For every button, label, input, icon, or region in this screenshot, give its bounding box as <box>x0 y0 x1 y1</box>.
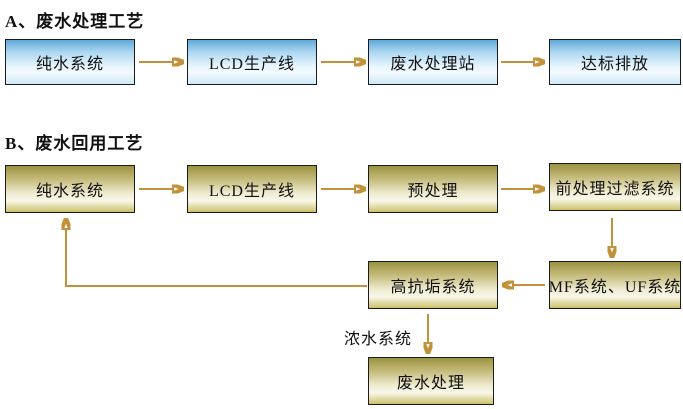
node-a-wastewater-treatment-station: 废水处理站 <box>368 39 498 85</box>
node-b-anti-scaling-system: 高抗垢系统 <box>368 261 498 309</box>
node-b-prefilter-system: 前处理过滤系统 <box>549 163 681 211</box>
arrow-b-return-to-pure-water <box>66 230 367 287</box>
node-b-mf-uf-system: MF系统、UF系统 <box>549 261 681 309</box>
node-a-lcd-production-line: LCD生产线 <box>187 39 317 85</box>
section-a-title: A、废水处理工艺 <box>5 12 145 31</box>
node-a-pure-water-system: 纯水系统 <box>5 39 135 85</box>
section-b-title: B、废水回用工艺 <box>5 134 144 153</box>
concentrate-water-edge-label: 浓水系统 <box>344 331 413 348</box>
node-b-lcd-production-line: LCD生产线 <box>187 165 317 213</box>
node-b-pure-water-system: 纯水系统 <box>5 165 135 213</box>
node-b-wastewater-treatment: 废水处理 <box>368 357 494 405</box>
node-a-standard-discharge: 达标排放 <box>549 39 681 85</box>
node-b-pretreatment: 预处理 <box>368 165 498 213</box>
